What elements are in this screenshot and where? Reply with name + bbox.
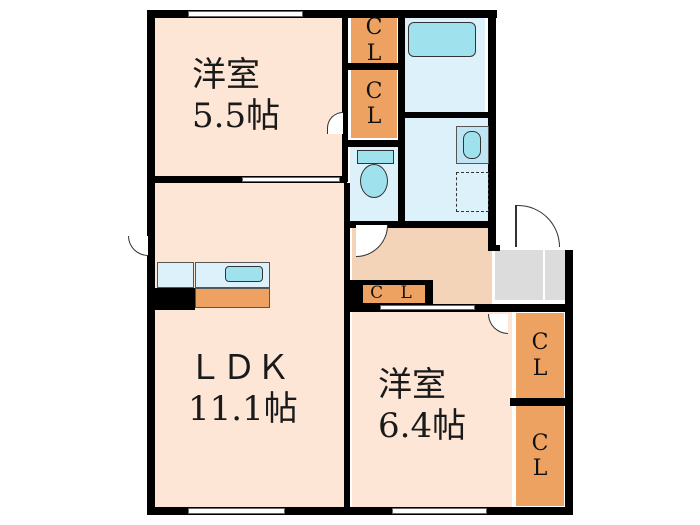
room-size: 6.4帖: [378, 405, 467, 446]
wall-bottom: [147, 507, 572, 515]
wall-right-lower: [565, 250, 573, 515]
closet-label-l: L: [366, 104, 382, 129]
wall-entrance-top: [488, 245, 500, 251]
bedroom-6-4: [352, 312, 512, 508]
window-bedroom2: [392, 508, 487, 514]
room-label-bedroom2: 洋室 6.4帖: [378, 365, 466, 447]
closet-3: C L: [363, 283, 425, 304]
room-label-bedroom1: 洋室 5.5帖: [192, 55, 280, 137]
closet-label-l: L: [532, 355, 548, 381]
closet-label-c: C: [531, 330, 549, 356]
washbasin-bowl-icon: [463, 131, 481, 159]
wall-wash-bottom: [350, 221, 495, 228]
wall-closet-right: [398, 17, 405, 227]
toilet-bowl-icon: [360, 164, 388, 198]
closet-2: C L: [351, 70, 397, 138]
entrance-divider: [543, 250, 545, 300]
closet-label-c: C: [365, 15, 383, 41]
wall-bedroom1-right: [342, 17, 348, 182]
ldk-room: [155, 183, 345, 508]
kitchen-cabinet: [195, 288, 270, 308]
bathtub-icon: [408, 22, 476, 57]
room-label-ldk: ＬＤＫ 11.1帖: [188, 348, 298, 430]
closet-4: C L: [516, 313, 564, 398]
sliding-door-bedroom1: [242, 177, 340, 182]
sink-icon: [225, 266, 263, 282]
closet-label-c: C: [365, 78, 383, 104]
entrance: [495, 250, 565, 300]
closet-label-l: L: [366, 40, 382, 66]
wall-cl-divider: [510, 398, 570, 406]
bedroom-5-5: [155, 17, 345, 177]
door-swing-ldk: [128, 236, 148, 256]
closet-label-c: C: [531, 430, 549, 456]
wall-left: [147, 10, 155, 515]
room-size: 5.5帖: [192, 95, 281, 136]
wall-right-upper: [488, 10, 496, 245]
closet-label-l: L: [532, 456, 548, 481]
room-name: ＬＤＫ: [188, 348, 290, 388]
wall-top: [147, 10, 497, 18]
closet-5: C L: [516, 406, 564, 506]
wall-cl-sep: [348, 63, 400, 70]
wall-bath-bottom: [405, 112, 495, 118]
toilet-tank-icon: [357, 150, 394, 164]
wall-kitchen-left: [155, 288, 195, 310]
room-name: 洋室: [378, 365, 446, 405]
room-name: 洋室: [192, 55, 260, 95]
kitchen-counter: [157, 262, 194, 288]
sliding-door-bedroom2: [380, 305, 475, 310]
washer-space-icon: [456, 172, 489, 212]
wall-ldk-right: [344, 183, 350, 513]
wall-toilet-top: [348, 140, 400, 147]
room-size: 11.1帖: [188, 388, 298, 429]
window-ldk: [188, 508, 285, 514]
door-swing-entrance: [515, 205, 560, 247]
closet-label: C L: [370, 283, 418, 304]
window-bedroom1: [188, 11, 303, 17]
closet-1: C L: [351, 15, 397, 66]
